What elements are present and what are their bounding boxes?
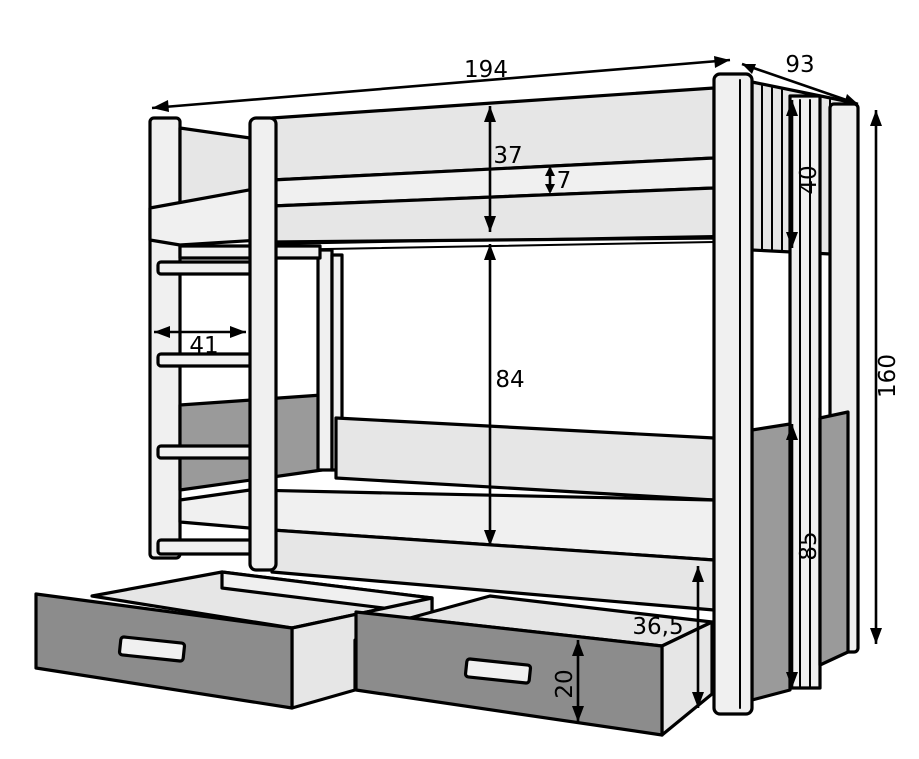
arrowhead	[844, 94, 858, 104]
upper-underside-line-2	[271, 241, 715, 251]
arrowhead	[545, 184, 555, 194]
drawer-right	[354, 594, 714, 737]
arrowhead	[714, 56, 730, 68]
arrowhead	[484, 530, 496, 546]
front-left-post	[248, 116, 278, 572]
ladder-rung-3	[156, 444, 260, 460]
upper-bed	[270, 86, 716, 251]
label-drawer-depth: 36,5	[632, 614, 683, 640]
arrowhead	[572, 640, 584, 656]
label-depth: 93	[785, 52, 814, 78]
upper-mattress-corner	[148, 186, 262, 247]
arrowhead	[786, 232, 798, 248]
dim-line-width	[151, 58, 731, 110]
arrowhead	[786, 424, 798, 440]
rear-inner-post	[316, 248, 334, 472]
arrowhead	[572, 706, 584, 722]
arrowhead	[786, 100, 798, 116]
arrowhead	[545, 166, 555, 176]
ladder-rung-4	[156, 538, 260, 556]
arrowhead	[742, 64, 756, 74]
arrowhead	[786, 672, 798, 688]
label-width: 194	[464, 57, 508, 83]
label-upper-mattress: 7	[557, 168, 572, 194]
drawer-right-handle	[463, 657, 533, 685]
rear-left-post	[148, 116, 182, 560]
lower-bed	[178, 488, 716, 612]
dimension-lines	[151, 56, 882, 722]
label-lower-panel: 85	[796, 531, 822, 560]
dimension-labels: 194 93 160 37 7 84 41 40 85 36,5 20	[189, 52, 901, 699]
label-upper-rail: 37	[493, 143, 522, 169]
lower-back-panel	[334, 416, 716, 502]
drawer-left-handle	[117, 635, 187, 663]
arrowhead	[692, 566, 704, 582]
right-middle-post	[788, 94, 822, 690]
right-lower-panel-front	[750, 422, 792, 702]
arrowhead	[484, 244, 496, 260]
label-side-rail: 40	[796, 165, 822, 194]
right-side	[712, 72, 860, 716]
arrowhead	[230, 326, 246, 338]
arrowhead	[870, 628, 882, 644]
arrowhead	[152, 100, 169, 112]
arrowhead	[154, 326, 170, 338]
arrowhead	[692, 692, 704, 708]
arrowhead	[484, 106, 496, 122]
label-gap: 84	[495, 367, 524, 393]
label-drawer-height: 20	[552, 669, 578, 698]
label-ladder-width: 41	[189, 333, 218, 359]
upper-underside-line	[271, 235, 715, 245]
front-right-post	[712, 72, 754, 716]
right-lower-panel-back	[818, 410, 850, 667]
ladder-rung-1	[156, 260, 260, 276]
arrowhead	[870, 110, 882, 126]
label-height: 160	[875, 354, 901, 398]
arrowhead	[484, 216, 496, 232]
dim-line-depth	[741, 62, 859, 106]
